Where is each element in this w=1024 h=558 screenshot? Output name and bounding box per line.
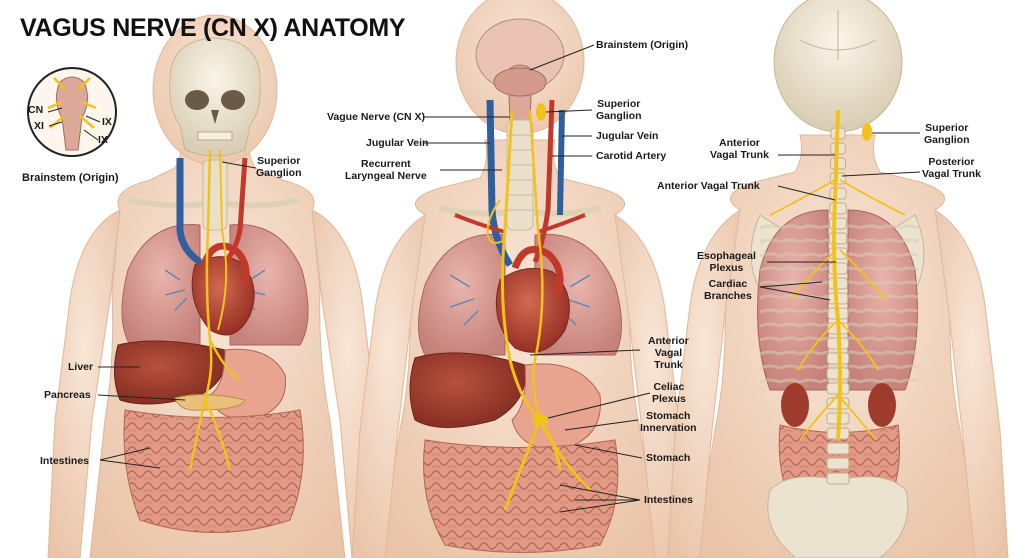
right-label-posterior-vagal-trunk: Posterior Vagal Trunk <box>922 156 981 180</box>
left-pancreas <box>174 393 246 411</box>
right-vagus-branches <box>769 179 906 441</box>
inset-nerves <box>47 77 97 129</box>
right-superior-ganglion <box>862 123 872 141</box>
left-nasal <box>211 110 219 124</box>
right-label-superior-ganglion: Superior Ganglion <box>924 122 970 146</box>
inset-label-ix-a: IX <box>102 116 112 128</box>
vertebra <box>829 217 847 230</box>
middle-label-celiac-plexus: Celiac Plexus <box>652 381 686 405</box>
vertebra <box>826 442 850 455</box>
right-label-esophageal-plexus: Esophageal Plexus <box>697 250 756 274</box>
middle-label-recurrent-laryngeal: Recurrent Laryngeal Nerve <box>345 158 427 182</box>
middle-jugular-right <box>557 109 565 216</box>
middle-carotid-artery <box>532 99 555 263</box>
middle-arm-right <box>614 214 689 558</box>
middle-lung-left <box>418 233 506 356</box>
middle-aortic-arch <box>511 245 564 296</box>
vertebra <box>829 202 847 215</box>
left-label-superior-ganglion: Superior Ganglion <box>256 155 302 179</box>
right-kidney-right <box>868 383 896 427</box>
right-arm-left <box>667 209 741 558</box>
inset-label-xi: XI <box>34 120 44 132</box>
right-figure <box>667 0 1009 558</box>
middle-celiac-plexus <box>532 414 548 426</box>
middle-cerebellum <box>493 67 547 97</box>
left-skull <box>169 37 261 157</box>
vertebra <box>828 262 848 275</box>
middle-label-intestines: Intestines <box>644 494 694 506</box>
middle-label-carotid-artery: Carotid Artery <box>596 150 667 162</box>
left-teeth <box>197 131 233 141</box>
middle-recurrent-laryngeal <box>486 199 506 244</box>
middle-jugular-vein <box>486 99 513 267</box>
left-aortic-arch <box>201 242 250 286</box>
middle-heart <box>495 267 570 353</box>
middle-trachea-rings <box>507 134 533 211</box>
vertebra <box>828 277 848 290</box>
middle-label-stomach-innervation: Stomach Innervation <box>640 410 697 434</box>
left-eye-socket-right <box>221 90 245 110</box>
middle-intestines <box>423 439 619 553</box>
middle-vagus-right <box>528 109 544 421</box>
middle-subclavian <box>454 213 586 234</box>
inset-label-ix-b: IX <box>98 134 108 146</box>
right-vagus-trunk <box>832 109 842 441</box>
middle-label-stomach: Stomach <box>646 452 691 464</box>
inset-label-cn: CN <box>28 104 44 116</box>
middle-vagus-left <box>500 109 592 511</box>
vertebra <box>828 232 848 245</box>
left-lung-vessels <box>164 269 266 311</box>
vertebra <box>826 472 850 485</box>
left-jugular-vein <box>176 158 203 265</box>
page-title: VAGUS NERVE (CN X) ANATOMY <box>20 14 406 42</box>
inset-brainstem <box>56 76 88 151</box>
vertebra <box>826 457 850 470</box>
left-eye-socket-left <box>185 90 209 110</box>
left-arm-left <box>47 209 121 558</box>
left-trachea <box>202 159 228 231</box>
left-vagus-branch <box>217 149 228 331</box>
middle-label-vague-nerve: Vague Nerve (CN X) <box>327 111 426 123</box>
right-skull-suture <box>799 10 877 60</box>
right-label-anterior-vagal-trunk-top: Anterior Vagal Trunk <box>710 137 769 161</box>
middle-figure <box>351 0 689 558</box>
middle-label-anterior-vagal-trunk: Anterior Vagal Trunk <box>648 335 689 371</box>
left-label-pancreas: Pancreas <box>44 389 91 401</box>
inset-caption: Brainstem (Origin) <box>22 172 119 184</box>
right-label-cardiac-branches: Cardiac Branches <box>704 278 752 302</box>
right-arm-right <box>934 209 1009 558</box>
left-label-liver: Liver <box>68 361 94 373</box>
middle-lung-vessels <box>449 274 591 326</box>
left-vagus-nerve <box>188 149 241 471</box>
middle-label-brainstem: Brainstem (Origin) <box>596 39 689 51</box>
middle-label-jugular-vein-right: Jugular Vein <box>596 130 659 142</box>
right-kidney-left <box>781 383 809 427</box>
vertebra <box>829 187 847 200</box>
left-lung-left <box>121 224 201 346</box>
middle-label-superior-ganglion: Superior Ganglion <box>596 98 642 122</box>
middle-label-jugular-vein-left: Jugular Vein <box>366 137 429 149</box>
left-carotid <box>223 157 248 264</box>
middle-arm-left <box>351 214 426 558</box>
brainstem-inset <box>27 67 117 157</box>
middle-superior-ganglion <box>536 103 546 121</box>
left-intestines <box>123 409 304 533</box>
left-label-intestines: Intestines <box>40 455 90 467</box>
right-label-anterior-vagal-trunk-mid: Anterior Vagal Trunk <box>657 180 760 192</box>
right-pelvis <box>767 476 909 558</box>
leader-lines <box>47 44 921 513</box>
middle-liver <box>409 352 527 428</box>
